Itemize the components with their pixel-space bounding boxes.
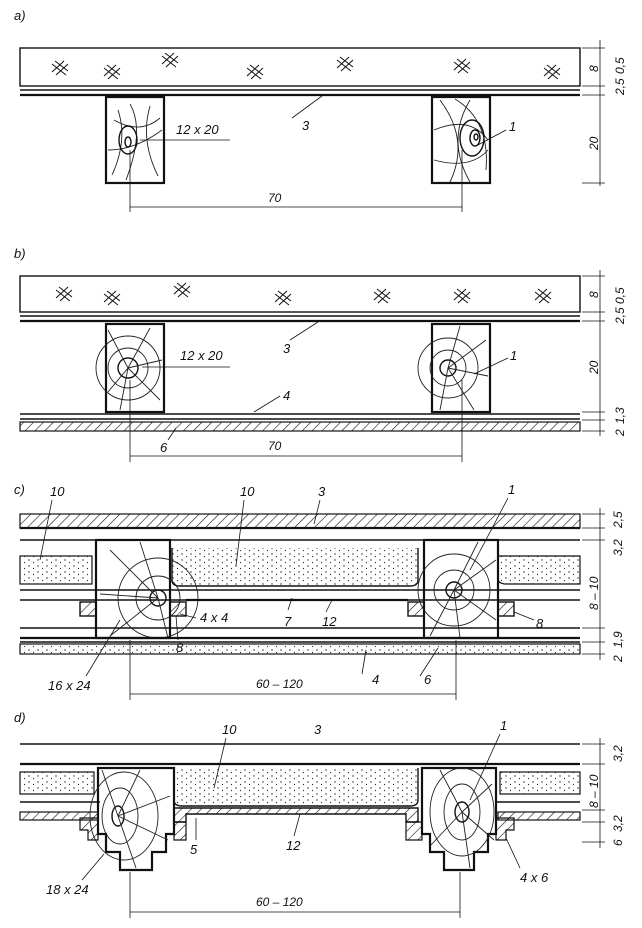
panel-a-floor-slab [19,47,581,87]
panel-a-letter: a) [14,8,26,23]
panel-c-fill-right [497,555,581,585]
panel-c-fill-left [19,555,93,585]
panel-c-batten-left-label: 8 [176,640,184,655]
panel-c-fill-middle [171,548,419,587]
panel-d-dim-3: 6 [611,839,625,846]
panel-b-ceiling-label: 4 [283,388,290,403]
panel-d-strip-label: 5 [190,842,198,857]
panel-d-dim-1: 8 – 10 [587,774,601,808]
panel-d-batten-size-label: 4 x 6 [520,870,549,885]
panel-c-batten-left-outer [79,601,97,617]
panel-c-batten-right-outer [497,601,515,617]
panel-c-batten-size-label: 4 x 4 [200,610,228,625]
panel-d-dim-0: 3,2 [611,745,625,762]
panel-c-batten-right-inner [407,601,425,617]
panel-d-lath-label: 12 [286,838,301,853]
panel-d-beam-left [89,766,176,872]
panel-c-plaster-label: 6 [424,672,432,687]
panel-d-batten-right [495,817,515,841]
panel-d: d) 10 [14,710,625,918]
panel-c-dim-0: 2,5 [611,511,625,529]
panel-c-beam-size-label: 16 x 24 [48,678,91,693]
panel-a-beam-right [430,95,492,185]
panel-a: a) 12 x 20 3 1 70 [14,8,627,212]
panel-b-dim-3: 20 [587,360,601,375]
panel-b-dim-5: 1,3 [613,407,627,424]
panel-c-board-label: 3 [318,484,326,499]
panel-c-fill-mid-label: 10 [240,484,255,499]
panel-d-letter: d) [14,710,26,725]
panel-d-plaster-strip [173,807,419,823]
panel-c-batten-left-inner [169,601,187,617]
panel-c-dim-1: 3,2 [611,539,625,556]
panel-b-dim-4: 2 [613,429,627,437]
panel-a-board-label: 3 [302,118,310,133]
panel-a-dim-0: 8 [587,65,601,72]
panel-a-dim-2: 0,5 [613,57,627,74]
panel-b-beam-label: 1 [510,348,517,363]
panel-c-beam-right [417,538,500,640]
panel-d-fill-left [19,771,95,795]
panel-a-dim-1: 2,5 [613,78,627,96]
panel-c-plaster-ceiling [19,643,581,655]
panel-c-beam-label: 1 [508,482,515,497]
panel-b-letter: b) [14,246,26,261]
panel-c-dim-4: 1,9 [611,631,625,648]
panel-b-beam-size-label: 12 x 20 [180,348,223,363]
panel-b-plaster-label: 6 [160,440,168,455]
panel-d-beam-right [420,766,498,872]
panel-b-board-label: 3 [283,341,291,356]
panel-b-spacing-label: 70 [268,439,282,453]
panel-d-beam-label: 1 [500,718,507,733]
panel-b-dim-2: 0,5 [613,287,627,304]
panel-c-fill-left-label: 10 [50,484,65,499]
panel-c-spacing-label: 60 – 120 [256,677,303,691]
panel-b-dim-1: 2,5 [613,307,627,325]
panel-d-dim-2: 3,2 [611,815,625,832]
panel-a-dim-3: 20 [587,136,601,151]
panel-b-plaster-ceiling [19,421,581,432]
panel-c-lath-label: 12 [322,614,337,629]
panel-c-dim-2: 8 – 10 [587,576,601,610]
panel-d-beam-size-label: 18 x 24 [46,882,89,897]
panel-b-dim-0: 8 [587,291,601,298]
panel-c-boards-label: 7 [284,614,292,629]
panel-d-fill-middle [173,768,419,807]
panel-a-beam-size-label: 12 x 20 [176,122,219,137]
panel-c-ceiling-label: 4 [372,672,379,687]
panel-b-beam-right [417,322,492,414]
panel-b-floor-slab [19,275,581,313]
panel-d-fill-right [499,771,581,795]
panel-c-dim-3: 2 [611,655,625,663]
panel-a-spacing-label: 70 [268,191,282,205]
panel-b: b) 12 x 20 3 1 4 [14,246,627,462]
panel-c-letter: c) [14,482,25,497]
panel-c-batten-right-label: 8 [536,616,544,631]
panel-b-beam-left [95,322,166,414]
panel-d-board-label: 3 [314,722,322,737]
panel-a-beam-label: 1 [509,119,516,134]
panel-d-fill-label: 10 [222,722,237,737]
panel-c: c) [14,482,625,700]
panel-d-spacing-label: 60 – 120 [256,895,303,909]
